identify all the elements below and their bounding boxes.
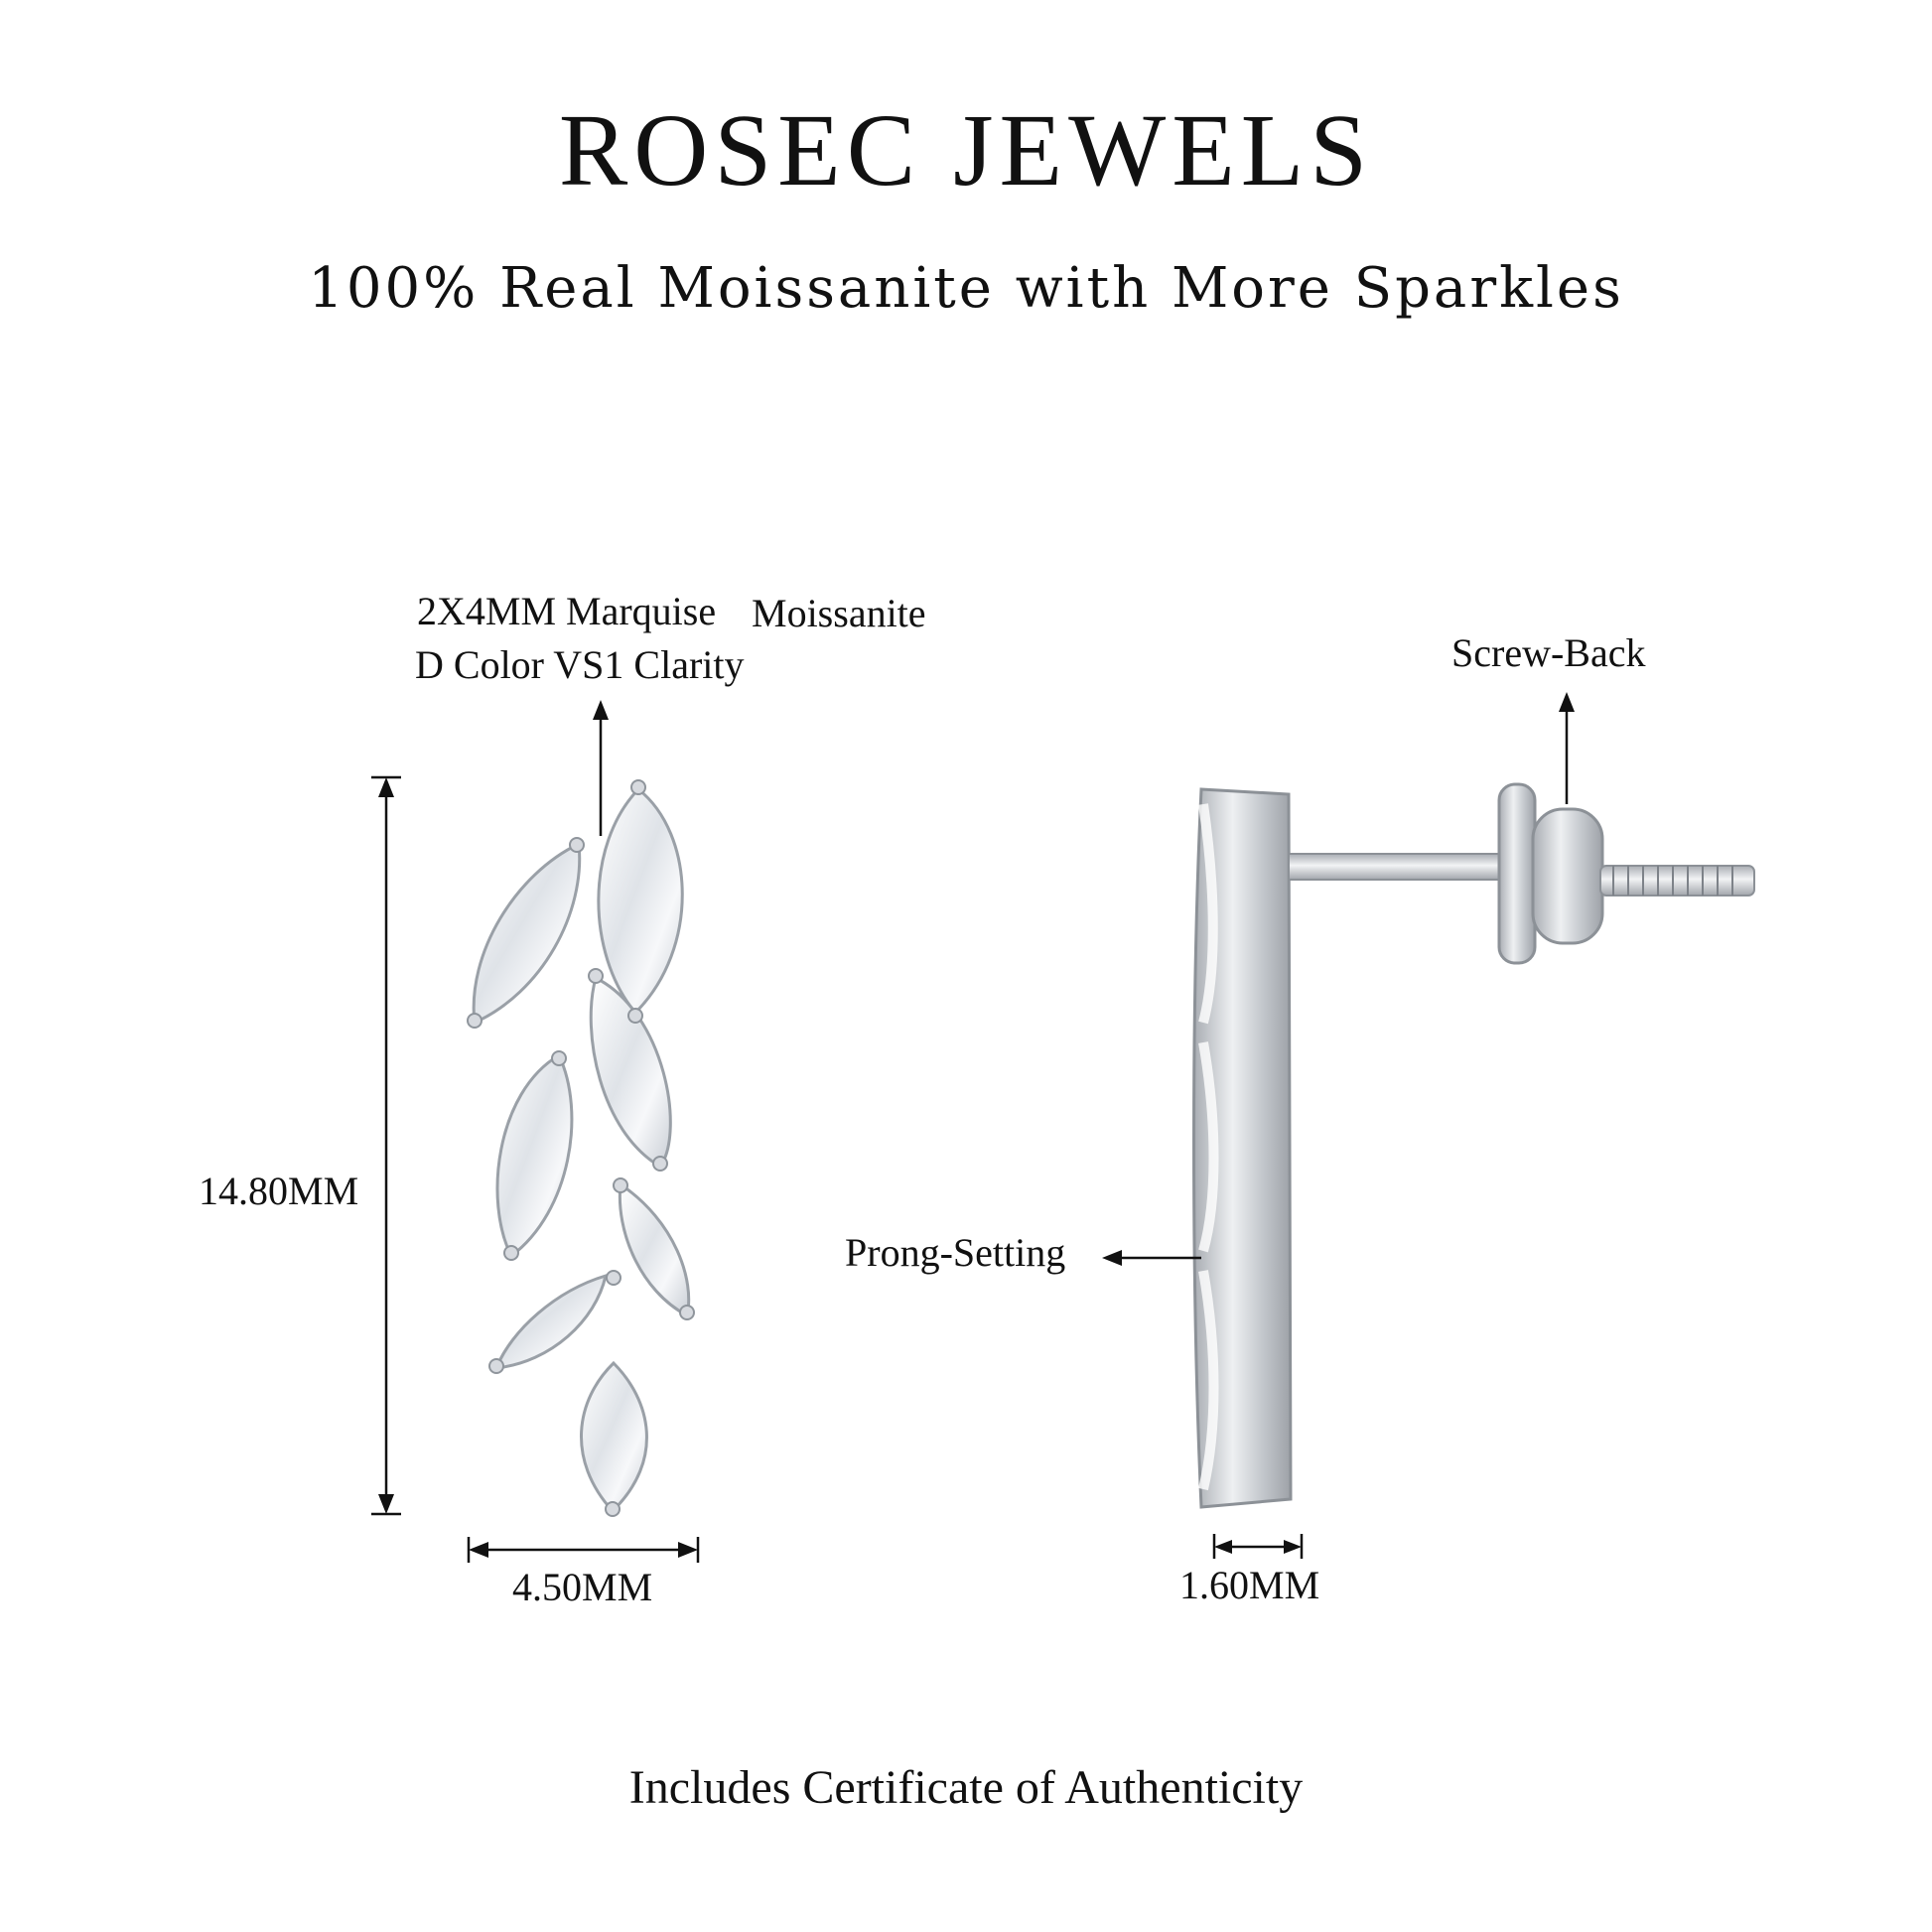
stone-pointer-arrow [593, 700, 609, 836]
marquise-stone-5 [618, 1181, 691, 1318]
thread [1599, 865, 1755, 897]
screw-back-label: Screw-Back [1451, 630, 1646, 675]
width-dimension-label: 4.50MM [512, 1565, 653, 1609]
side-earring [1192, 782, 1755, 1509]
depth-dimension-label: 1.60MM [1179, 1563, 1320, 1607]
marquise-stone-1 [597, 786, 684, 1016]
certificate-note: Includes Certificate of Authenticity [628, 1761, 1304, 1814]
height-dimension [371, 775, 401, 1516]
stone-spec-line1a: 2X4MM Marquise [417, 589, 717, 633]
side-setting-body [1192, 787, 1293, 1509]
marquise-stone-2 [472, 841, 582, 1026]
tagline: 100% Real Moissanite with More Sparkles [308, 256, 1624, 321]
screw-back-nut [1531, 807, 1604, 945]
marquise-stone-3 [589, 975, 672, 1169]
marquise-stone-7 [580, 1360, 648, 1514]
depth-dimension [1212, 1534, 1304, 1559]
prong-setting-arrow [1102, 1250, 1201, 1266]
marquise-stone-4 [495, 1052, 574, 1259]
prong-setting-label: Prong-Setting [845, 1230, 1066, 1275]
stone-spec-line2: D Color VS1 Clarity [415, 642, 745, 687]
marquise-stone-6 [493, 1273, 609, 1370]
screw-back-disc [1497, 782, 1537, 965]
front-earring [472, 786, 691, 1514]
screw-back-arrow [1559, 692, 1575, 804]
brand-title: ROSEC JEWELS [558, 93, 1374, 207]
height-dimension-label: 14.80MM [199, 1169, 359, 1213]
post [1288, 853, 1510, 881]
stone-spec-line1b: Moissanite [752, 591, 926, 635]
width-dimension [467, 1537, 700, 1563]
prong-dots [467, 779, 695, 1517]
